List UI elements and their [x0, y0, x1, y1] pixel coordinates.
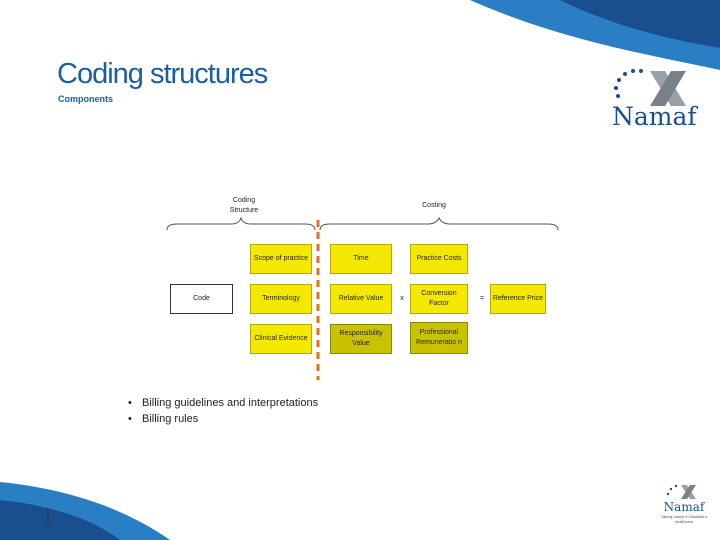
reference-price-box: Reference Price	[490, 284, 546, 314]
namaf-logo: Namaf	[610, 66, 720, 134]
namaf-logo-mark-icon	[614, 69, 686, 106]
coding-structure-label: Coding Structure	[229, 197, 259, 214]
relative-value-box: Relative Value	[330, 284, 392, 314]
namaf-logo-text: Namaf	[612, 102, 697, 131]
conversion-factor-box: Conversion Factor	[410, 284, 468, 314]
namaf-logo-small-text: Namaf	[663, 500, 705, 514]
namaf-logo-small-mark-icon	[666, 484, 696, 499]
costing-label: Costing	[422, 202, 446, 209]
equals-sign: =	[479, 295, 485, 302]
scope-of-practice-box: Scope of practice	[250, 244, 312, 274]
time-box: Time	[330, 244, 392, 274]
practice-costs-box: Practice Costs	[410, 244, 468, 274]
namaf-logo-small: Namaf Taking hands in Namibia's healthca…	[652, 484, 716, 538]
namaf-logo-tagline: Taking hands in Namibia's healthcare	[660, 514, 708, 524]
divider-line	[316, 220, 320, 380]
bullet-item: Billing guidelines and interpretations	[128, 395, 318, 411]
coding-structure-brace	[166, 216, 316, 231]
professional-remuneration-box: Professional Remuneratio n	[410, 322, 468, 354]
slide-subtitle: Components	[58, 94, 113, 104]
code-box: Code	[170, 284, 233, 314]
responsibility-value-box: Responsibility Value	[330, 324, 392, 354]
clinical-evidence-box: Clinical Evidence	[250, 324, 312, 354]
multiply-sign: x	[400, 295, 404, 302]
slide-title: Coding structures	[57, 58, 268, 90]
terminology-box: Terminology	[250, 284, 312, 314]
bullet-list: Billing guidelines and interpretations B…	[128, 395, 318, 427]
costing-brace	[319, 216, 559, 231]
bullet-item: Billing rules	[128, 411, 318, 427]
